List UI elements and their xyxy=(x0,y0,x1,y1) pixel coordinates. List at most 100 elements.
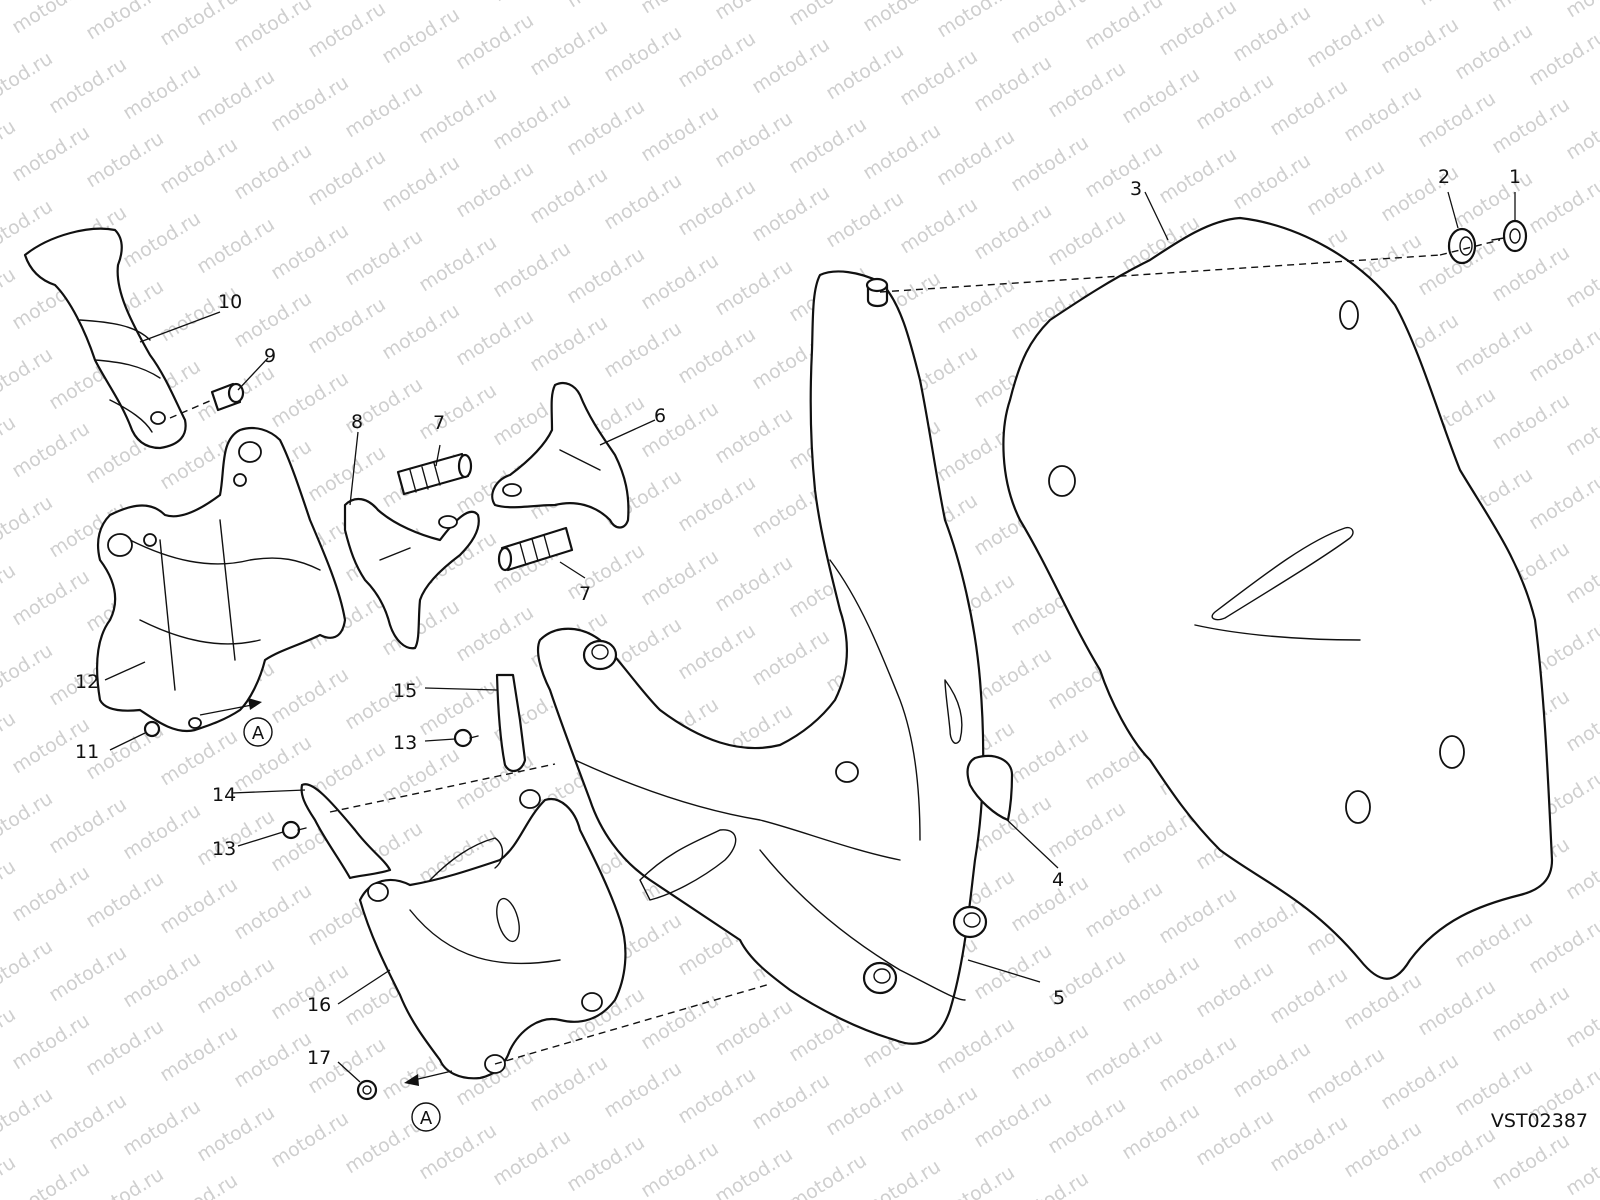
watermark-text: motod.ru xyxy=(119,799,205,864)
callout-11: 11 xyxy=(75,741,99,763)
watermark-text: motod.ru xyxy=(859,119,945,184)
watermark-text: motod.ru xyxy=(785,1149,871,1200)
watermark-text: motod.ru xyxy=(970,1087,1056,1152)
watermark-text: motod.ru xyxy=(748,33,834,98)
part-6-clamp xyxy=(491,381,630,529)
callout-6: 6 xyxy=(654,405,666,427)
watermark-text: motod.ru xyxy=(933,1013,1019,1078)
watermark-text: motod.ru xyxy=(1007,0,1093,48)
watermark-text: motod.ru xyxy=(526,1051,612,1116)
view-reference-label: A xyxy=(420,1108,433,1129)
watermark-text: motod.ru xyxy=(1229,1,1315,66)
callout-1: 1 xyxy=(1509,166,1521,188)
callout-15: 15 xyxy=(393,680,417,702)
watermark-text: motod.ru xyxy=(785,113,871,178)
watermark-text: motod.ru xyxy=(82,127,168,192)
part-7-spring-lower xyxy=(497,526,574,572)
watermark-text: motod.ru xyxy=(970,51,1056,116)
part-2-grommet xyxy=(1447,227,1477,265)
bracket-stud xyxy=(865,277,889,308)
watermark-text: motod.ru xyxy=(452,9,538,74)
watermark-text: motod.ru xyxy=(933,125,1019,190)
callout-8: 8 xyxy=(351,411,363,433)
watermark-text: motod.ru xyxy=(1044,1093,1130,1158)
watermark-text: motod.ru xyxy=(1525,913,1600,978)
part-13-screw xyxy=(453,728,479,748)
watermark-text: motod.ru xyxy=(1155,1031,1241,1096)
part-5-main-bracket xyxy=(536,270,988,1045)
watermark-text: motod.ru xyxy=(230,139,316,204)
watermark-text: motod.ru xyxy=(304,0,390,62)
watermark-text: motod.ru xyxy=(452,305,538,370)
watermark-text: motod.ru xyxy=(8,417,94,482)
watermark-text: motod.ru xyxy=(711,551,797,616)
watermark-text: motod.ru xyxy=(82,1163,168,1200)
watermark-text: motod.ru xyxy=(1192,69,1278,134)
part-14-plate xyxy=(300,783,392,880)
watermark-text: motod.ru xyxy=(156,725,242,790)
callout-12: 12 xyxy=(75,671,99,693)
watermark-text: motod.ru xyxy=(1414,1123,1500,1188)
watermark-text: motod.ru xyxy=(822,39,908,104)
part-1-cap xyxy=(1491,219,1528,253)
watermark-text: motod.ru xyxy=(748,1069,834,1134)
watermark-text: motod.ru xyxy=(1044,797,1130,862)
watermark-text: motod.ru xyxy=(637,249,723,314)
watermark-text: motod.ru xyxy=(1414,87,1500,152)
watermark-text: motod.ru xyxy=(415,231,501,296)
part-11-screw xyxy=(143,720,161,738)
watermark-text: motod.ru xyxy=(1229,149,1315,214)
watermark-text: motod.ru xyxy=(563,0,649,12)
watermark-text: motod.ru xyxy=(45,1089,131,1154)
watermark-text: motod.ru xyxy=(1340,1117,1426,1182)
watermark-text: motod.ru xyxy=(785,0,871,30)
watermark-text: motod.ru xyxy=(637,989,723,1054)
watermark-text: motod.ru xyxy=(230,1027,316,1092)
callout-labels: 1 2 3 4 5 6 7 7 8 9 10 11 12 13 13 14 15… xyxy=(75,166,1521,1069)
watermark-text: motod.ru xyxy=(711,403,797,468)
callout-4: 4 xyxy=(1052,869,1064,891)
watermark-text: motod.ru xyxy=(489,0,575,6)
callout-2: 2 xyxy=(1438,166,1450,188)
watermark-text: motod.ru xyxy=(1451,167,1537,232)
watermark-text: motod.ru xyxy=(452,601,538,666)
watermark-text: motod.ru xyxy=(267,663,353,728)
watermark-text: motod.ru xyxy=(1192,957,1278,1022)
watermark-text: motod.ru xyxy=(415,83,501,148)
watermark-text: motod.ru xyxy=(1562,0,1600,22)
watermark-text: motod.ru xyxy=(341,77,427,142)
watermark-text: motod.ru xyxy=(933,0,1019,42)
watermark-text: motod.ru xyxy=(1525,173,1600,238)
watermark-text: motod.ru xyxy=(1192,1105,1278,1170)
watermark-text: motod.ru xyxy=(45,793,131,858)
watermark-text: motod.ru xyxy=(267,71,353,136)
watermark-text: motod.ru xyxy=(1414,975,1500,1040)
watermark-text: motod.ru xyxy=(600,21,686,86)
watermark-text: motod.ru xyxy=(8,1157,94,1200)
watermark-text: motod.ru xyxy=(822,1075,908,1140)
callout-10: 10 xyxy=(218,291,242,313)
watermark-text: motod.ru xyxy=(970,643,1056,708)
view-arrow xyxy=(413,1070,453,1081)
watermark-text: motod.ru xyxy=(82,1015,168,1080)
watermark-text: motod.ru xyxy=(711,107,797,172)
watermark-text: motod.ru xyxy=(304,441,390,506)
watermark-text: motod.ru xyxy=(970,939,1056,1004)
arrow-head xyxy=(404,1074,419,1086)
watermark-text: motod.ru xyxy=(415,675,501,740)
watermark-text: motod.ru xyxy=(859,1155,945,1200)
watermark-text: motod.ru xyxy=(600,169,686,234)
watermark-text: motod.ru xyxy=(230,879,316,944)
callout-13-lower: 13 xyxy=(212,838,236,860)
assembly-lines xyxy=(169,239,1501,1065)
watermark-text: motod.ru xyxy=(489,89,575,154)
watermark-text: motod.ru xyxy=(1488,0,1574,16)
watermark-text: motod.ru xyxy=(267,219,353,284)
watermark-text: motod.ru xyxy=(489,237,575,302)
watermark-text: motod.ru xyxy=(637,545,723,610)
watermark-text: motod.ru xyxy=(1266,75,1352,140)
watermark-text: motod.ru xyxy=(1303,7,1389,72)
watermark-text: motod.ru xyxy=(970,199,1056,264)
part-8-clamp xyxy=(343,497,480,650)
watermark-text: motod.ru xyxy=(489,1125,575,1190)
